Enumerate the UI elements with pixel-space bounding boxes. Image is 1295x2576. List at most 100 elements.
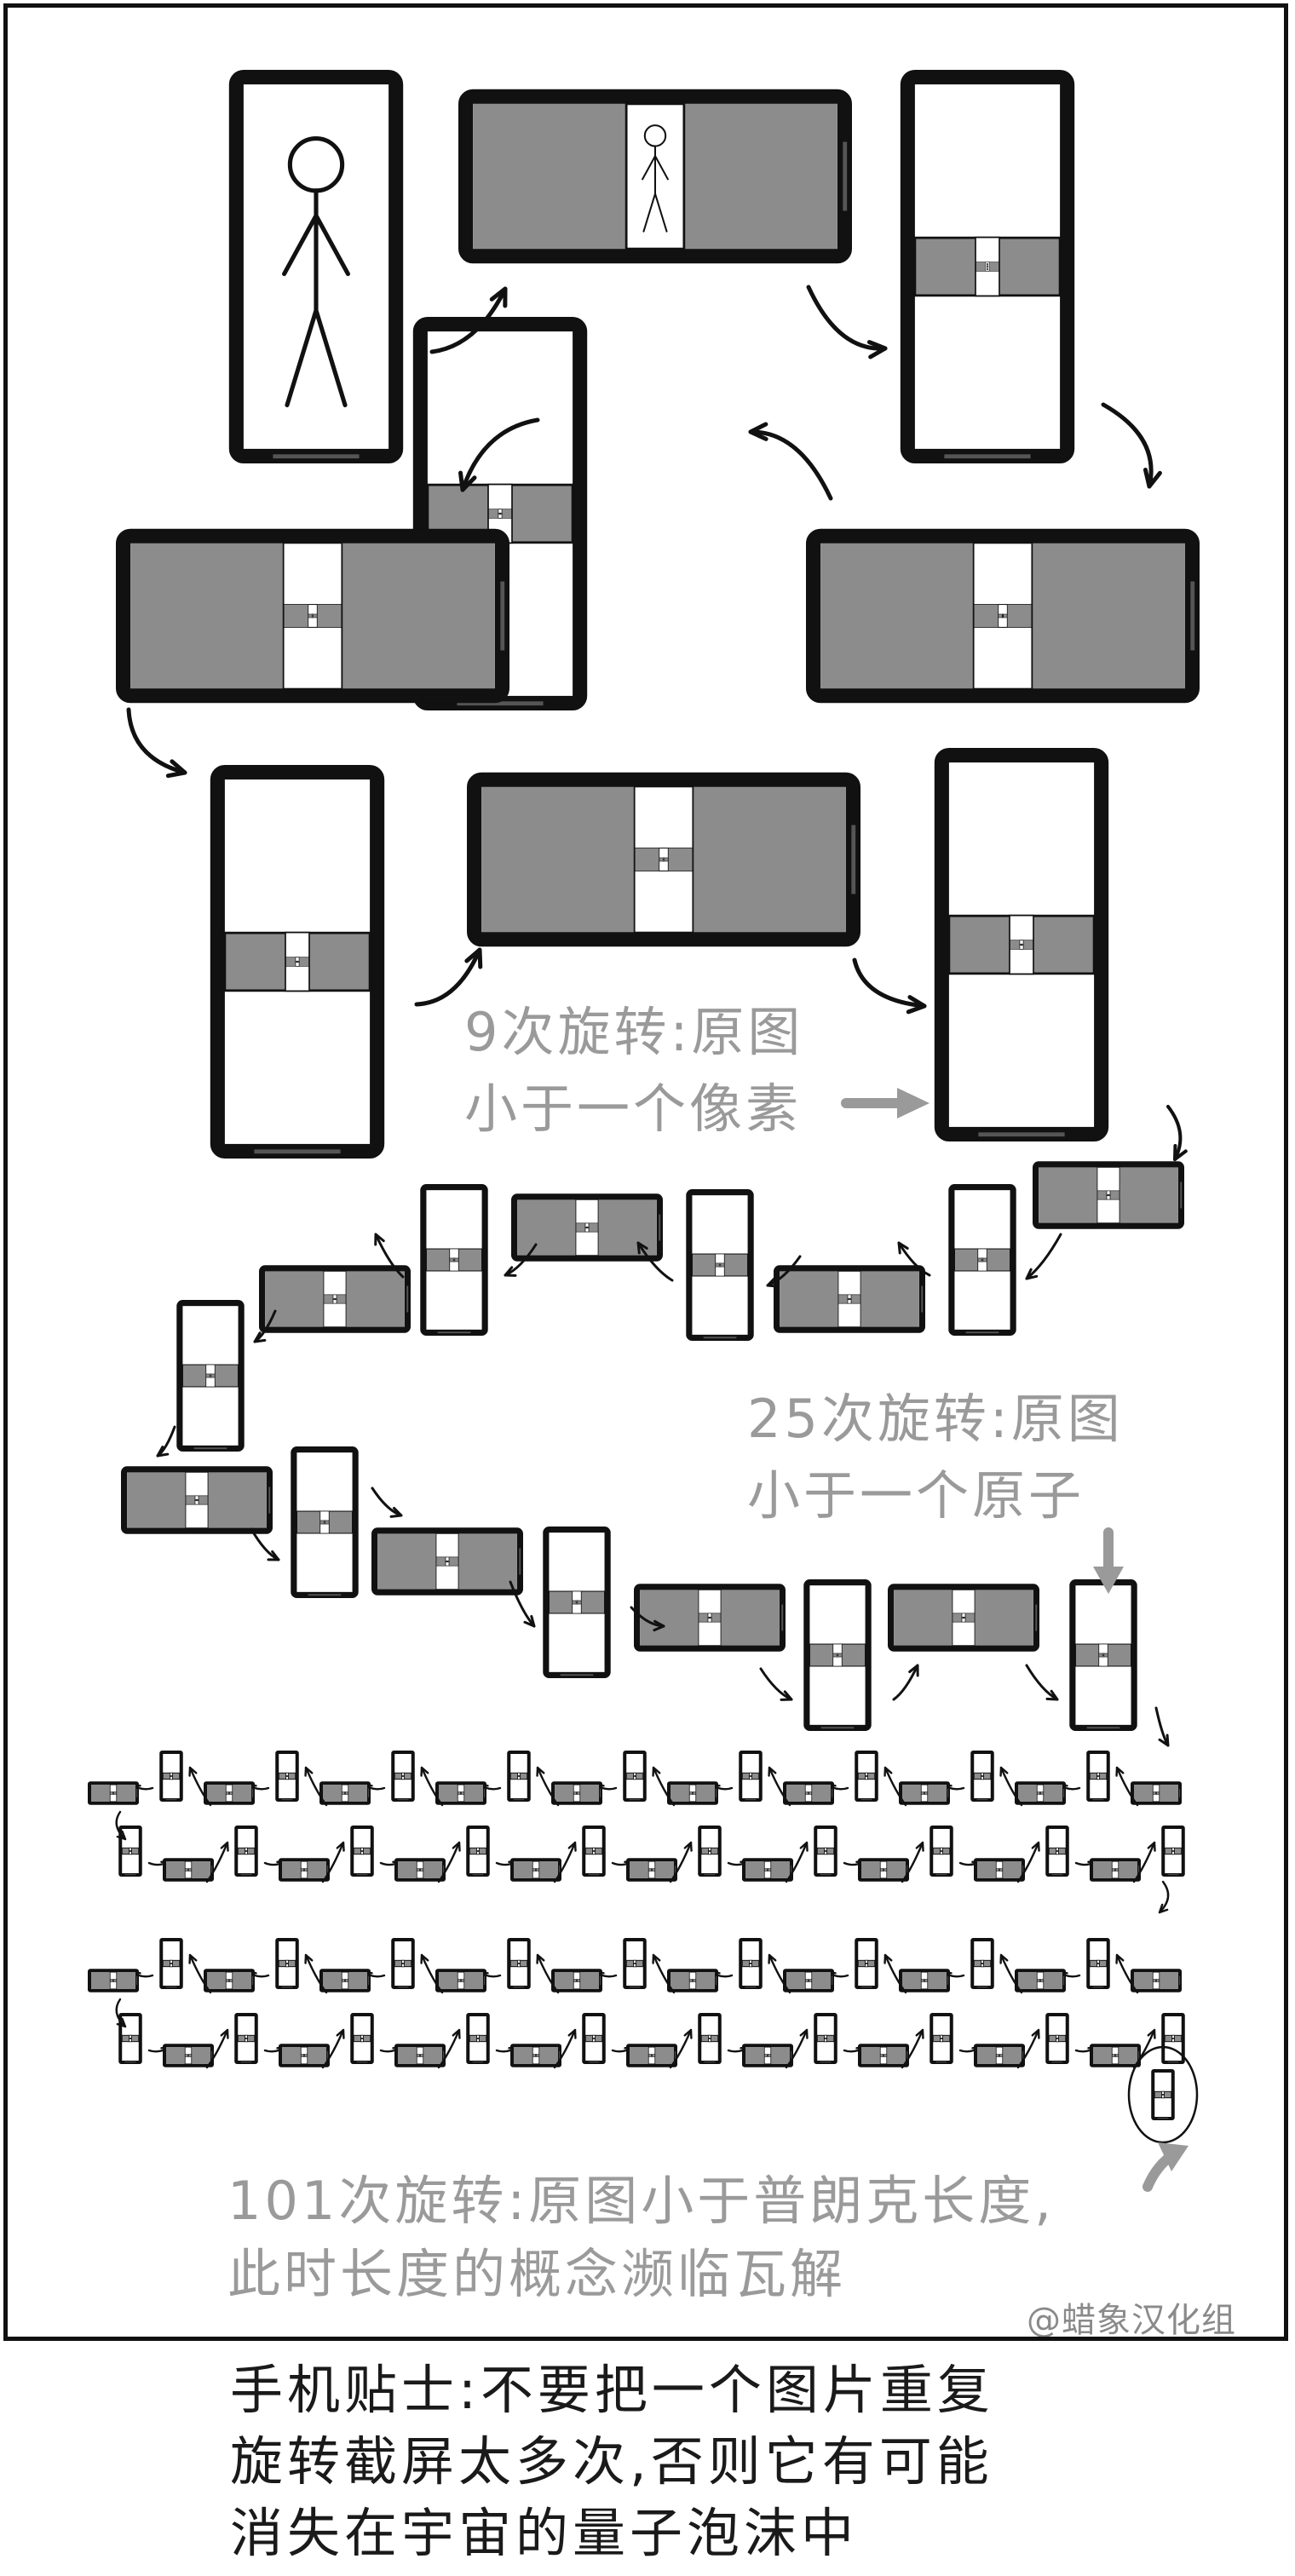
phone-tiny-49 <box>551 1969 602 1992</box>
final-phone-circle <box>1127 2045 1199 2144</box>
phone-tiny-63 <box>394 2044 446 2067</box>
phone-mid-2 <box>948 1184 1016 1336</box>
phone-tiny-31 <box>742 1858 793 1882</box>
phone-tiny-12 <box>507 1751 531 1802</box>
phone-tiny-26 <box>466 1826 490 1877</box>
arrow-mid-9 <box>250 1527 280 1561</box>
phone-tiny-57 <box>88 1969 139 1992</box>
phone-mid-7 <box>259 1265 411 1333</box>
phone-tiny-51 <box>435 1969 486 1992</box>
arrow-mid-6 <box>374 1233 405 1279</box>
arrow-tiny-43 <box>883 1953 907 1994</box>
arrow-tiny-47 <box>652 1953 676 1994</box>
phone-mid-1 <box>1033 1161 1184 1229</box>
phone-tiny-39 <box>1131 1969 1182 1992</box>
phone-tiny-73 <box>974 2044 1025 2067</box>
arrow-mid-3 <box>766 1255 802 1288</box>
phone-tiny-15 <box>319 1781 371 1805</box>
phone-mid-12 <box>543 1527 611 1678</box>
phone-mid-11 <box>371 1527 523 1596</box>
phone-tiny-72 <box>930 2013 953 2064</box>
phone-tiny-74 <box>1045 2013 1069 2064</box>
phone-step-8 <box>467 772 860 947</box>
arrow-mid-11 <box>509 1580 536 1628</box>
comic-caption: 手机贴士:不要把一个图片重复 旋转截屏太多次,否则它有可能 消失在宇宙的量子泡沫… <box>230 2359 994 2564</box>
phone-tiny-17 <box>204 1781 255 1805</box>
phone-step-2 <box>458 89 852 264</box>
phone-tiny-38 <box>1161 1826 1185 1877</box>
phone-tiny-36 <box>1045 1826 1069 1877</box>
arrow-tiny-41 <box>999 1953 1023 1994</box>
arrow-tiny-71 <box>901 2028 924 2069</box>
arrow-tiny-15 <box>304 1766 328 1807</box>
phone-tiny-69 <box>742 2044 793 2067</box>
phone-tiny-68 <box>698 2013 722 2064</box>
phone-tiny-22 <box>234 1826 258 1877</box>
phone-tiny-71 <box>858 2044 909 2067</box>
phone-tiny-55 <box>204 1969 255 1992</box>
arrow-tiny-21 <box>205 1841 229 1883</box>
phone-tiny-42 <box>970 1938 994 1989</box>
phone-tiny-67 <box>626 2044 677 2067</box>
phone-step-3 <box>900 70 1075 463</box>
note-twentyfive-rotations: 25次旋转:原图 小于一个原子 <box>747 1388 1124 1527</box>
arrow-mid-16 <box>1154 1706 1170 1747</box>
phone-tiny-32 <box>814 1826 837 1877</box>
phone-tiny-64 <box>466 2013 490 2064</box>
arrow-mid-12 <box>630 1606 665 1632</box>
phone-tiny-40 <box>1086 1938 1110 1989</box>
phone-tiny-9 <box>667 1781 718 1805</box>
arrow-tiny-33 <box>901 1841 924 1883</box>
phone-mid-16 <box>1069 1579 1137 1731</box>
phone-tiny-34 <box>930 1826 953 1877</box>
arrow-mid-15 <box>1025 1664 1059 1701</box>
note-hundredone-rotations: 101次旋转:原图小于普朗克长度, 此时长度的概念濒临瓦解 <box>227 2170 1055 2305</box>
arrow-8 <box>852 957 927 1015</box>
arrow-tiny-7 <box>768 1766 791 1807</box>
phone-tiny-1 <box>1131 1781 1182 1805</box>
phone-tiny-25 <box>394 1858 446 1882</box>
phone-tiny-56 <box>159 1938 183 1989</box>
arrow-mid-5 <box>504 1243 538 1277</box>
arrow-tiny-53 <box>304 1953 328 1994</box>
phone-tiny-18 <box>159 1751 183 1802</box>
note-9-pointer-head <box>897 1088 930 1118</box>
phone-tiny-60 <box>234 2013 258 2064</box>
phone-tiny-43 <box>899 1969 950 1992</box>
phone-tiny-33 <box>858 1858 909 1882</box>
arrow-mid-14 <box>892 1664 919 1701</box>
arrow-tiny-3 <box>999 1766 1023 1807</box>
phone-step-4 <box>806 528 1200 704</box>
phone-tiny-4 <box>970 1751 994 1802</box>
phone-tiny-19 <box>88 1781 139 1805</box>
translator-credit: @蜡象汉化组 <box>1027 2301 1236 2340</box>
phone-mid-9 <box>121 1466 273 1534</box>
arrow-mid-8 <box>156 1425 176 1458</box>
arrow-tiny-69 <box>785 2028 809 2069</box>
phone-tiny-41 <box>1015 1969 1066 1992</box>
phone-tiny-27 <box>510 1858 561 1882</box>
phone-tiny-48 <box>623 1938 647 1989</box>
phone-mid-3 <box>774 1265 925 1333</box>
phone-mid-8 <box>176 1300 245 1452</box>
phone-tiny-35 <box>974 1858 1025 1882</box>
arrow-1 <box>429 286 508 354</box>
arrow-6 <box>126 707 187 779</box>
phone-tiny-10 <box>623 1751 647 1802</box>
arrow-mid-10 <box>371 1486 403 1518</box>
phone-tiny-11 <box>551 1781 602 1805</box>
note-25-pointer-head <box>1093 1567 1124 1594</box>
note-nine-rotations: 9次旋转:原图 小于一个像素 <box>464 1001 804 1140</box>
phone-tiny-65 <box>510 2044 561 2067</box>
phone-tiny-14 <box>391 1751 415 1802</box>
phone-tiny-62 <box>350 2013 374 2064</box>
phone-final <box>1151 2069 1175 2120</box>
arrow-mid-7 <box>253 1309 277 1343</box>
phone-tiny-66 <box>582 2013 606 2064</box>
arrow-tiny-45 <box>768 1953 791 1994</box>
arrow-tiny-31 <box>785 1841 809 1883</box>
phone-tiny-37 <box>1090 1858 1141 1882</box>
phone-mid-4 <box>686 1189 754 1341</box>
arrow-tiny-9 <box>652 1766 676 1807</box>
arrow-7 <box>414 947 483 1007</box>
